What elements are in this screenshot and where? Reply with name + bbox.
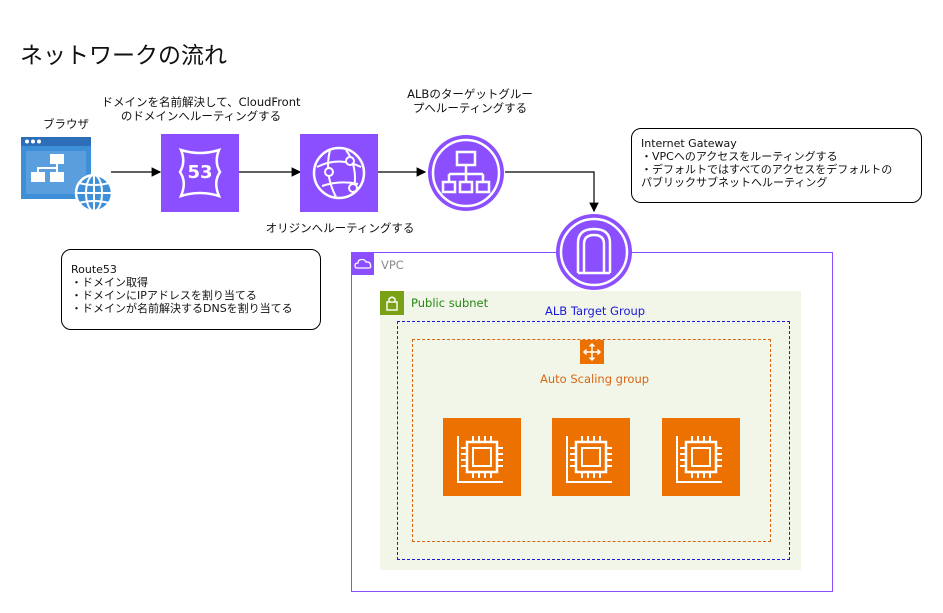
igw-note-line-1: Internet Gateway xyxy=(641,137,737,150)
route53-caption-line-1: ドメインを名前解決して、CloudFront xyxy=(101,95,301,109)
browser-icon xyxy=(21,137,114,213)
route53-note-line-3: ・ドメインにIPアドレスを割り当てる xyxy=(71,289,257,302)
alb-caption-line-2: プへルーティングする xyxy=(412,101,528,115)
ec2-chip-icon xyxy=(676,436,722,483)
auto-scaling-label: Auto Scaling group xyxy=(540,372,650,386)
route53-caption-line-2: のドメインへルーティングする xyxy=(120,109,282,123)
alb-target-group xyxy=(397,321,790,560)
subnet-lock-icon xyxy=(380,291,404,315)
route53-note-line-2: ・ドメイン取得 xyxy=(71,276,148,289)
igw-note-line-2: ・VPCへのアクセスをルーティングする xyxy=(641,150,838,163)
route53-node[interactable]: 53 xyxy=(161,134,239,212)
browser-node[interactable] xyxy=(20,135,114,213)
cloudfront-globe-icon xyxy=(312,146,366,200)
route53-shield-icon xyxy=(178,147,222,199)
public-subnet-label: Public subnet xyxy=(411,296,489,310)
page-title: ネットワークの流れ xyxy=(20,43,227,69)
vpc-label: VPC xyxy=(381,258,404,272)
route53-icon-text: 53 xyxy=(187,162,213,183)
internet-gateway-icon xyxy=(556,214,632,290)
alb-caption-line-1: ALBのターゲットグルー xyxy=(407,87,533,101)
internet-gateway-node[interactable] xyxy=(553,211,635,293)
cloudfront-node[interactable] xyxy=(300,134,378,212)
auto-scaling-group xyxy=(412,339,771,542)
route53-note-line-1: Route53 xyxy=(71,263,117,276)
vpc-cloud-icon xyxy=(352,253,374,275)
target-group-label: ALB Target Group xyxy=(545,304,646,318)
igw-note: Internet Gateway ・VPCへのアクセスをルーティングする ・デフ… xyxy=(631,128,922,203)
auto-scaling-icon xyxy=(580,340,604,364)
route53-note: Route53 ・ドメイン取得 ・ドメインにIPアドレスを割り当てる ・ドメイン… xyxy=(61,249,321,330)
alb-node[interactable] xyxy=(425,132,507,214)
ec2-instance-2[interactable] xyxy=(552,418,630,496)
alb-caption: ALBのターゲットグルー プへルーティングする xyxy=(395,87,545,115)
route53-caption: ドメインを名前解決して、CloudFront のドメインへルーティングする xyxy=(85,95,317,123)
ec2-chip-icon xyxy=(566,436,612,483)
load-balancer-icon xyxy=(428,135,504,211)
ec2-instance-3[interactable] xyxy=(662,418,740,496)
browser-label: ブラウザ xyxy=(43,117,89,131)
ec2-chip-icon xyxy=(457,436,503,483)
route53-note-line-4: ・ドメインが名前解決するDNSを割り当てる xyxy=(71,302,293,315)
arrow-alb-to-igw xyxy=(505,171,599,213)
igw-note-line-4: パブリックサブネットへルーティング xyxy=(641,176,828,189)
cloudfront-caption: オリジンへルーティングする xyxy=(265,221,415,235)
ec2-instance-1[interactable] xyxy=(443,418,521,496)
igw-note-line-3: ・デフォルトではすべてのアクセスをデフォルトの xyxy=(641,163,893,176)
